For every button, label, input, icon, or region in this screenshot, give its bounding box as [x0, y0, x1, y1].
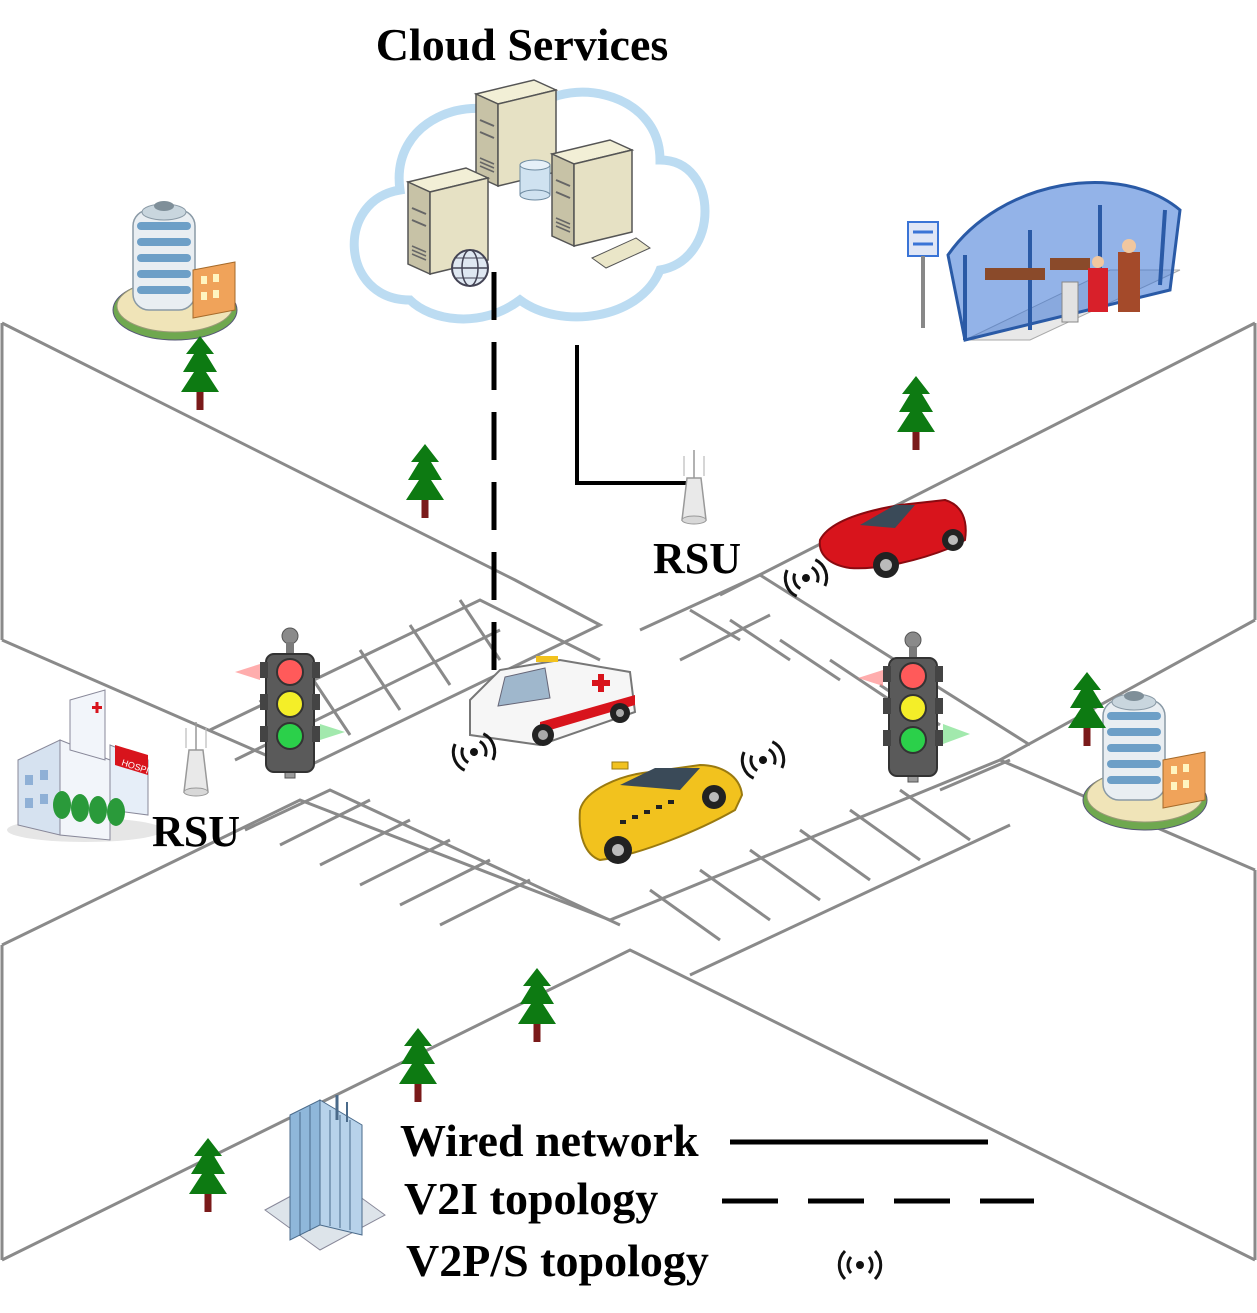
- globe-icon: [451, 249, 489, 287]
- skyscraper-icon: [264, 1095, 386, 1251]
- tree-icon: [1068, 672, 1106, 746]
- keyboard-icon: [591, 237, 651, 269]
- tree-icon: [897, 376, 935, 450]
- hospital-icon: HOSPITAL: [7, 689, 165, 842]
- office-building-icon: [112, 200, 238, 341]
- legend-wireless-icon: [837, 1249, 883, 1281]
- rsu-antenna-icon: [183, 721, 209, 797]
- legend: Wired network V2I topology V2P/S topolog…: [400, 1115, 1034, 1286]
- tree-icon: [189, 1138, 227, 1212]
- wireless-signal-icon: [448, 730, 500, 774]
- taxi-icon: [578, 761, 744, 864]
- wired-network-link: [575, 345, 700, 485]
- traffic-light-icon: [235, 627, 345, 779]
- server-icon: [551, 139, 633, 247]
- bus-stop-icon: [907, 181, 1182, 342]
- sports-car-icon: [818, 498, 967, 578]
- legend-label-v2i: V2I topology: [404, 1173, 658, 1224]
- tree-icon: [406, 444, 444, 518]
- cloud-services-title: Cloud Services: [376, 19, 669, 70]
- wireless-signal-icon: [737, 738, 789, 782]
- legend-label-wired: Wired network: [400, 1115, 699, 1166]
- legend-label-v2p: V2P/S topology: [406, 1235, 709, 1286]
- tree-icon: [518, 968, 556, 1042]
- rsu-antenna-icon: [681, 449, 707, 525]
- rsu-label: RSU: [653, 534, 741, 583]
- tree-icon: [181, 336, 219, 410]
- wireless-signal-icon: [780, 556, 832, 600]
- office-building-icon: [1082, 690, 1208, 831]
- rsu-label: RSU: [152, 807, 240, 856]
- database-icon: [519, 159, 551, 201]
- traffic-light-icon: [858, 631, 970, 783]
- ambulance-icon: [469, 656, 637, 747]
- tree-icon: [399, 1028, 437, 1102]
